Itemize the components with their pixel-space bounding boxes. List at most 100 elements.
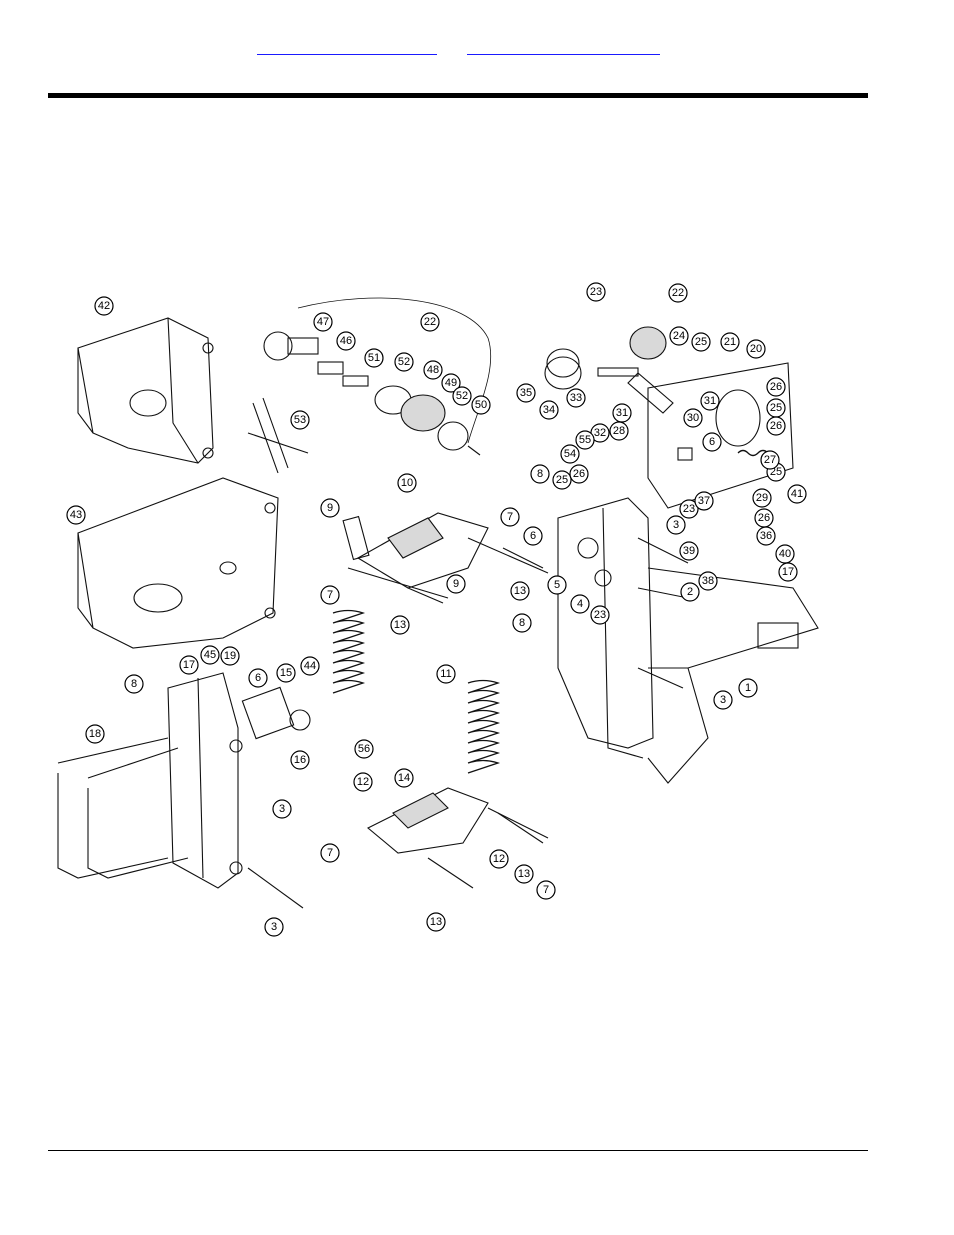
callout-26a: 26: [766, 377, 786, 397]
svg-text:7: 7: [327, 589, 333, 601]
frame-42: [77, 317, 214, 464]
callout-3c: 3: [272, 799, 292, 819]
callout-40: 40: [775, 544, 795, 564]
header-link-2[interactable]: [467, 38, 660, 55]
callout-10: 10: [397, 473, 417, 493]
callout-37: 37: [694, 491, 714, 511]
callout-6a: 6: [523, 526, 543, 546]
svg-text:3: 3: [720, 694, 726, 706]
svg-text:54: 54: [564, 448, 576, 460]
svg-text:17: 17: [183, 659, 195, 671]
callout-25d: 25: [552, 470, 572, 490]
callout-31b: 31: [700, 391, 720, 411]
svg-text:1: 1: [745, 682, 751, 694]
svg-text:5: 5: [554, 579, 560, 591]
upper-arm: [342, 512, 549, 599]
header-links: [0, 38, 954, 58]
svg-text:31: 31: [704, 395, 716, 407]
callout-26d: 26: [569, 464, 589, 484]
callout-46: 46: [336, 331, 356, 351]
callout-33: 33: [566, 388, 586, 408]
svg-text:53: 53: [294, 414, 306, 426]
callout-16: 16: [290, 750, 310, 770]
callout-26b: 26: [766, 416, 786, 436]
svg-text:39: 39: [683, 545, 695, 557]
svg-text:34: 34: [543, 404, 555, 416]
svg-text:41: 41: [791, 488, 803, 500]
callout-39: 39: [679, 541, 699, 561]
callout-42: 42: [94, 296, 114, 316]
svg-text:15: 15: [280, 667, 292, 679]
callout-43: 43: [66, 505, 86, 525]
callout-15: 15: [276, 663, 296, 683]
svg-text:3: 3: [271, 921, 277, 933]
svg-text:16: 16: [294, 754, 306, 766]
callout-2: 2: [680, 582, 700, 602]
callout-5: 5: [547, 575, 567, 595]
svg-text:18: 18: [89, 728, 101, 740]
svg-text:7: 7: [327, 847, 333, 859]
svg-text:51: 51: [368, 352, 380, 364]
callout-8b: 8: [512, 613, 532, 633]
callout-3d: 3: [264, 917, 284, 937]
svg-text:10: 10: [401, 477, 413, 489]
callout-9a: 9: [320, 498, 340, 518]
svg-text:23: 23: [683, 503, 695, 515]
svg-text:12: 12: [357, 776, 369, 788]
callout-22b: 22: [420, 312, 440, 332]
callout-14: 14: [394, 768, 414, 788]
callout-7c: 7: [320, 843, 340, 863]
callout-12a: 12: [353, 772, 373, 792]
callout-20: 20: [746, 339, 766, 359]
svg-text:9: 9: [327, 502, 333, 514]
rear-bracket: [544, 326, 794, 509]
callout-7d: 7: [536, 880, 556, 900]
svg-text:26: 26: [573, 468, 585, 480]
callout-12b: 12: [489, 849, 509, 869]
callout-38: 38: [698, 571, 718, 591]
callout-55: 55: [575, 430, 595, 450]
callout-23c: 23: [590, 605, 610, 625]
callout-41: 41: [787, 484, 807, 504]
svg-text:8: 8: [519, 617, 525, 629]
callout-4: 4: [570, 594, 590, 614]
svg-text:32: 32: [594, 427, 606, 439]
svg-text:30: 30: [687, 412, 699, 424]
callout-13b: 13: [390, 615, 410, 635]
callout-17b: 17: [778, 562, 798, 582]
callout-23b: 23: [679, 499, 699, 519]
svg-text:7: 7: [507, 511, 513, 523]
svg-text:26: 26: [770, 420, 782, 432]
svg-text:28: 28: [613, 425, 625, 437]
callout-18: 18: [85, 724, 105, 744]
svg-text:25: 25: [556, 474, 568, 486]
svg-text:2: 2: [687, 586, 693, 598]
svg-text:11: 11: [440, 668, 451, 680]
svg-text:52: 52: [456, 390, 468, 402]
callout-28: 28: [609, 421, 629, 441]
svg-text:50: 50: [475, 399, 487, 411]
frame-43: [77, 477, 279, 649]
callout-8c: 8: [124, 674, 144, 694]
svg-text:20: 20: [750, 343, 762, 355]
callout-6c: 6: [248, 668, 268, 688]
callout-56: 56: [354, 739, 374, 759]
callout-6b: 6: [702, 432, 722, 452]
callout-35: 35: [516, 383, 536, 403]
svg-text:37: 37: [698, 495, 710, 507]
callout-7b: 7: [320, 585, 340, 605]
callout-13d: 13: [426, 912, 446, 932]
callout-13a: 13: [510, 581, 530, 601]
callout-34: 34: [539, 400, 559, 420]
callout-25a: 25: [691, 332, 711, 352]
svg-text:29: 29: [756, 492, 768, 504]
svg-text:38: 38: [702, 575, 714, 587]
header-link-1[interactable]: [257, 38, 437, 55]
svg-text:43: 43: [70, 509, 82, 521]
svg-text:13: 13: [430, 916, 442, 928]
svg-text:14: 14: [398, 772, 410, 784]
callout-49: 49: [441, 373, 461, 393]
svg-text:23: 23: [590, 286, 602, 298]
svg-text:23: 23: [594, 609, 606, 621]
svg-text:3: 3: [673, 519, 679, 531]
